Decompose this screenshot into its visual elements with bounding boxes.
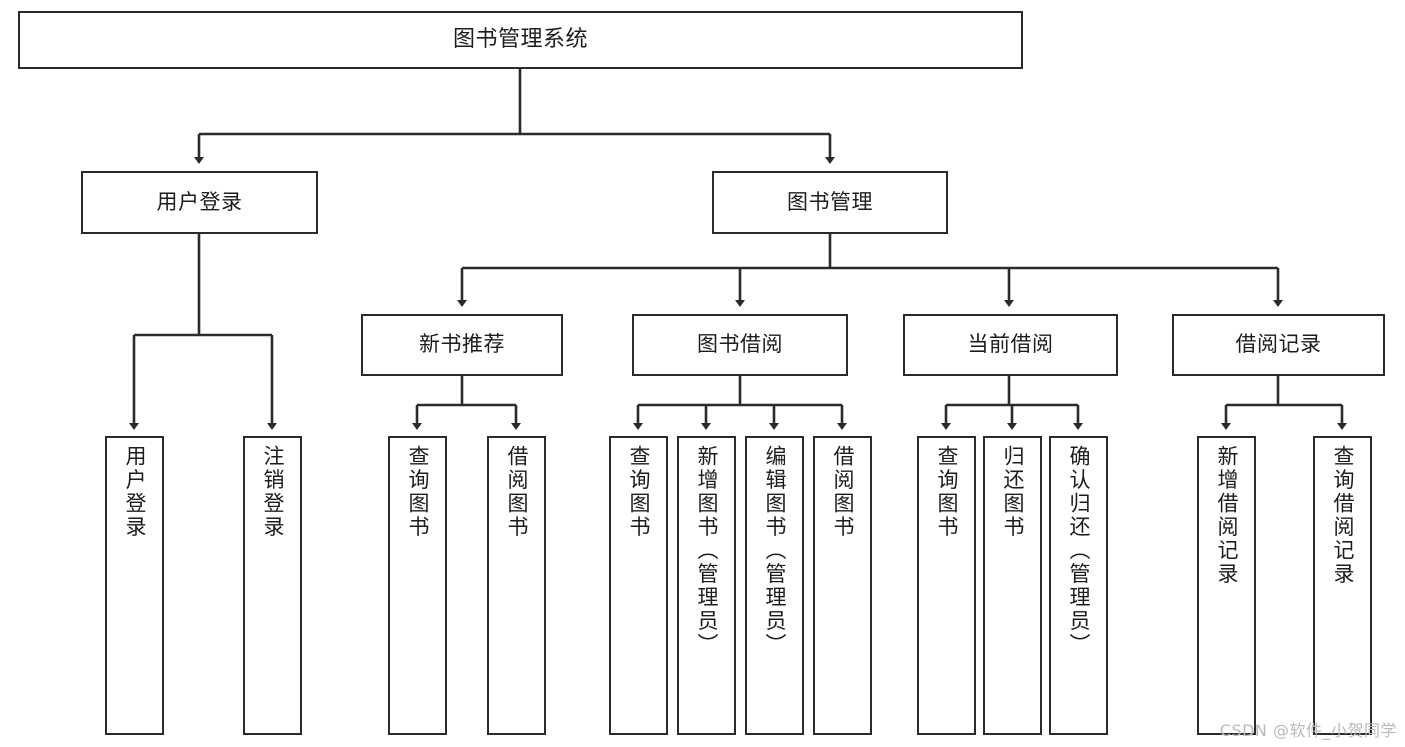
node-label: 当前借阅 xyxy=(967,332,1054,357)
node-label: 图书借阅 xyxy=(697,332,783,357)
node-label: 借阅图书 xyxy=(831,445,855,539)
node-leaf-book-borrow-borrow[interactable]: 借阅图书 xyxy=(813,436,872,735)
node-current-borrow[interactable]: 当前借阅 xyxy=(903,314,1118,376)
node-leaf-borrow-record-add[interactable]: 新增借阅记录 xyxy=(1197,436,1256,735)
node-leaf-borrow-record-query[interactable]: 查询借阅记录 xyxy=(1313,436,1372,735)
node-leaf-current-borrow-confirm-admin[interactable]: 确认归还（管理员） xyxy=(1049,436,1108,735)
node-label: 归还图书 xyxy=(1001,445,1025,539)
node-label: 借阅记录 xyxy=(1235,332,1322,357)
node-book-borrow[interactable]: 图书借阅 xyxy=(632,314,848,376)
node-label: 图书管理 xyxy=(787,189,873,214)
watermark-text: CSDN @软件_小贺同学 xyxy=(1219,721,1397,740)
node-leaf-book-borrow-query[interactable]: 查询图书 xyxy=(609,436,668,735)
node-borrow-record[interactable]: 借阅记录 xyxy=(1172,314,1385,376)
node-label: 新增图书（管理员） xyxy=(695,445,719,657)
node-label: 查询图书 xyxy=(627,445,651,539)
node-label: 查询借阅记录 xyxy=(1331,445,1355,586)
node-leaf-current-borrow-query[interactable]: 查询图书 xyxy=(917,436,976,735)
node-leaf-new-book-borrow[interactable]: 借阅图书 xyxy=(487,436,546,735)
node-leaf-book-borrow-add-admin[interactable]: 新增图书（管理员） xyxy=(677,436,736,735)
node-leaf-book-borrow-edit-admin[interactable]: 编辑图书（管理员） xyxy=(745,436,804,735)
node-book-management[interactable]: 图书管理 xyxy=(712,171,948,234)
node-label: 新增借阅记录 xyxy=(1215,445,1239,586)
node-leaf-current-borrow-return[interactable]: 归还图书 xyxy=(983,436,1042,735)
node-label: 图书管理系统 xyxy=(452,26,588,52)
node-label: 注销登录 xyxy=(261,445,285,539)
node-leaf-new-book-query[interactable]: 查询图书 xyxy=(388,436,447,735)
node-label: 借阅图书 xyxy=(505,445,529,539)
node-label: 查询图书 xyxy=(406,445,430,539)
node-label: 用户登录 xyxy=(123,445,147,539)
node-leaf-user-login-login[interactable]: 用户登录 xyxy=(105,436,164,735)
node-label: 新书推荐 xyxy=(419,332,505,357)
node-root-book-management-system[interactable]: 图书管理系统 xyxy=(18,11,1023,69)
node-leaf-user-login-logout[interactable]: 注销登录 xyxy=(243,436,302,735)
node-label: 用户登录 xyxy=(156,189,243,214)
node-label: 编辑图书（管理员） xyxy=(763,445,787,657)
node-label: 确认归还（管理员） xyxy=(1067,445,1091,657)
node-label: 查询图书 xyxy=(935,445,959,539)
node-new-book-recommend[interactable]: 新书推荐 xyxy=(361,314,563,376)
node-user-login[interactable]: 用户登录 xyxy=(81,171,318,234)
